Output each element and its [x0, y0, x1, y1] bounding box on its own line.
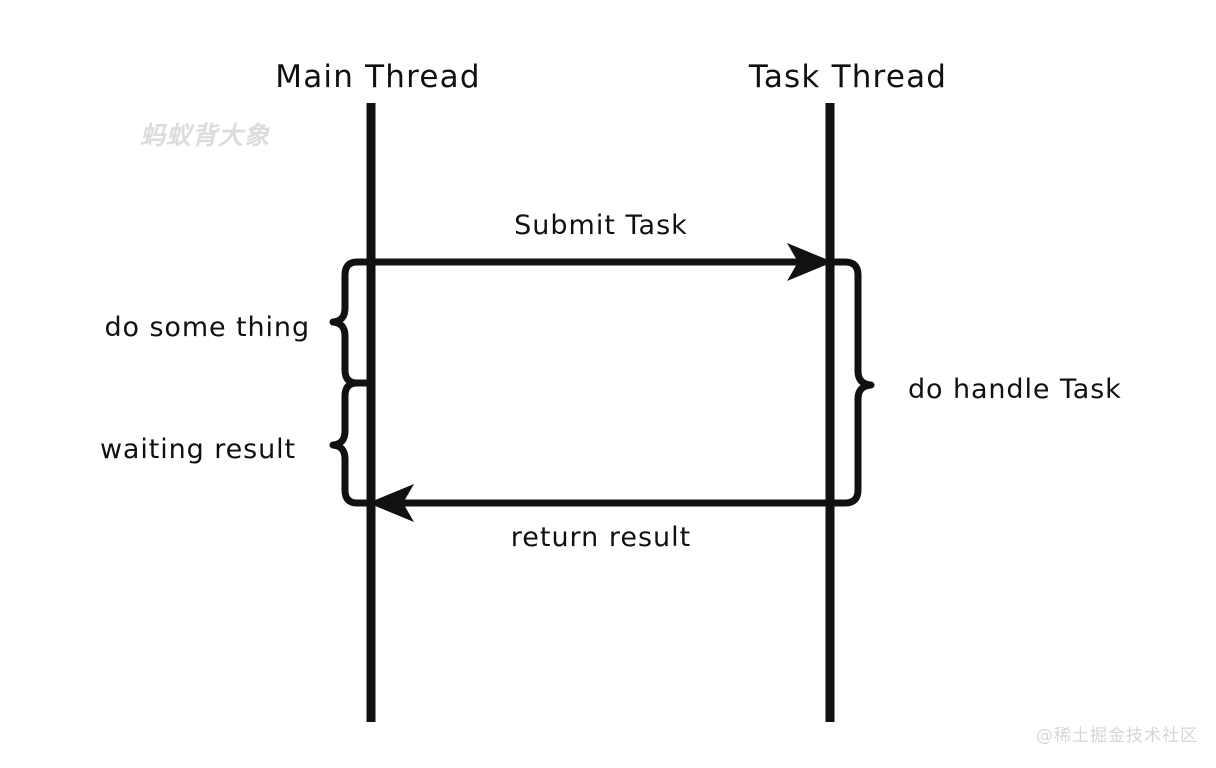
lifeline-main-thread-title: Main Thread	[275, 59, 480, 95]
watermark-bottom-right: @稀土掘金技术社区	[1036, 726, 1198, 746]
lifeline-main-thread: Main Thread	[275, 59, 480, 722]
brace-do-some-thing-label: do some thing	[105, 312, 310, 343]
brace-do-handle-task: do handle Task	[826, 258, 1122, 507]
message-return-result: return result	[368, 484, 830, 553]
brace-waiting-result-label: waiting result	[100, 434, 296, 465]
message-return-result-label: return result	[511, 522, 692, 553]
brace-waiting-result-shape	[329, 379, 375, 507]
brace-do-handle-task-shape	[826, 258, 875, 507]
lifeline-task-thread-title: Task Thread	[748, 59, 947, 95]
message-submit-task-label: Submit Task	[514, 210, 688, 241]
arrowhead-left-icon	[368, 484, 414, 522]
message-submit-task: Submit Task	[371, 210, 833, 281]
brace-do-some-thing-shape	[329, 258, 375, 387]
brace-do-some-thing: do some thing	[105, 258, 375, 387]
lifeline-task-thread: Task Thread	[748, 59, 947, 722]
brace-waiting-result: waiting result	[100, 379, 375, 507]
watermark-top-left: 蚂蚁背大象	[140, 121, 271, 150]
brace-do-handle-task-label: do handle Task	[908, 374, 1122, 405]
arrowhead-right-icon	[787, 243, 833, 281]
